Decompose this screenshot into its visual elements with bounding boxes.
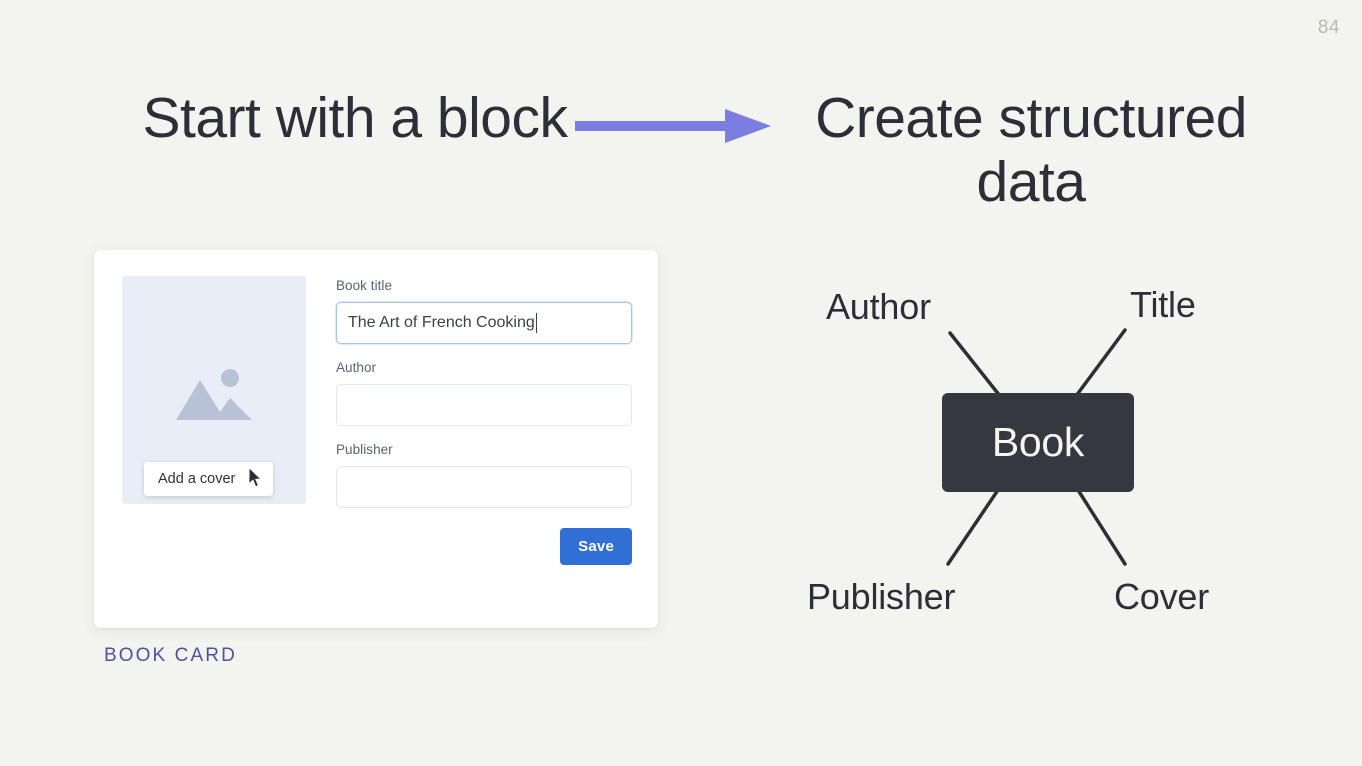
add-cover-label: Add a cover (158, 471, 236, 487)
book-title-input[interactable]: The Art of French Cooking (336, 302, 632, 344)
field-label-author: Author (336, 360, 377, 375)
diagram-label-publisher: Publisher (807, 576, 956, 617)
diagram-connectors (946, 328, 1127, 566)
field-label-publisher: Publisher (336, 442, 393, 457)
text-caret (535, 313, 537, 333)
field-publisher: Publisher (336, 442, 632, 508)
save-button[interactable]: Save (560, 528, 632, 565)
heading-right: Create structured data (815, 86, 1247, 215)
arrow-right-icon (575, 108, 771, 144)
field-author: Author (336, 360, 632, 426)
form-actions: Save (336, 528, 632, 565)
book-card-caption: BOOK CARD (104, 645, 237, 666)
field-label-book-title: Book title (336, 278, 393, 293)
field-book-title: Book title The Art of French Cooking (336, 278, 632, 344)
plus-icon: + (248, 468, 260, 489)
diagram-label-author: Author (826, 286, 931, 327)
diagram-node-book-label: Book (991, 419, 1085, 465)
diagram-label-title: Title (1130, 284, 1196, 325)
book-card: Add a cover + Book title The Art of Fren… (94, 250, 658, 628)
book-title-value: The Art of French Cooking (348, 314, 535, 331)
author-input[interactable] (336, 384, 632, 426)
heading-left: Start with a block (142, 86, 568, 150)
add-cover-button[interactable]: Add a cover + (144, 462, 273, 496)
cover-placeholder[interactable]: Add a cover + (122, 276, 306, 504)
diagram-node-book: Book (942, 393, 1134, 492)
diagram-label-cover: Cover (1114, 576, 1210, 617)
book-form: Book title The Art of French Cooking Aut… (336, 278, 632, 565)
image-placeholder-icon (174, 364, 254, 426)
publisher-input[interactable] (336, 466, 632, 508)
structured-data-diagram: Author Title Publisher Cover Book (780, 268, 1280, 648)
page-number: 84 (1317, 17, 1340, 38)
